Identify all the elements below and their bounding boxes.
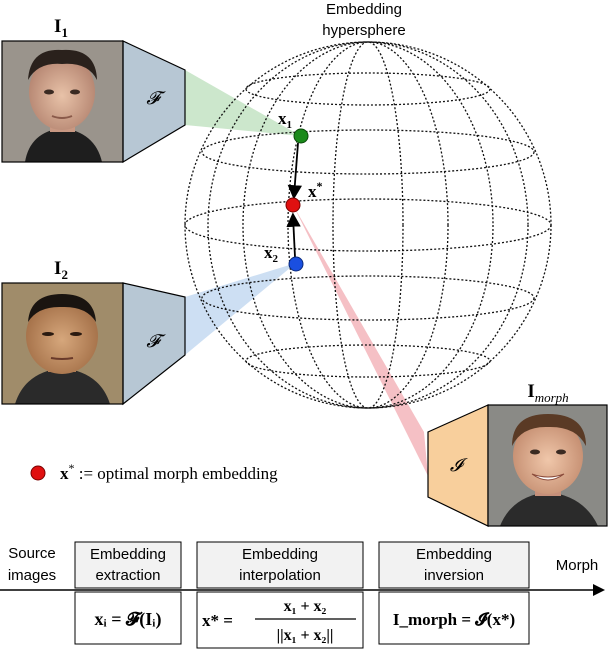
stage-1-header (74, 541, 182, 589)
point-x2 (288, 256, 304, 272)
stage-2-header (196, 541, 364, 589)
arrow-x1-to-xstar (287, 142, 302, 200)
sphere-title-line1: Embedding (326, 1, 402, 18)
stage-1-line2: extraction (95, 567, 160, 584)
stage-2-line2: interpolation (239, 567, 321, 584)
pipeline-end: Morph (556, 557, 599, 574)
stage-1-formula-box (74, 591, 182, 645)
input-image-2 (2, 283, 123, 404)
legend: x* := optimal morph embedding (30, 461, 278, 483)
stage-3-formula: I_morph = 𝓘(x*) (393, 610, 515, 629)
point-x2-label: x2 (264, 243, 279, 265)
input-2-label: I2 (54, 258, 68, 282)
legend-red-dot (30, 465, 46, 481)
red-beam (293, 205, 428, 476)
output-label: Imorph (527, 381, 568, 405)
stage-2-numerator: x₁ + x₂ (284, 598, 327, 615)
sphere-title-line2: hypersphere (322, 22, 405, 39)
pipeline-start-line1: Source (8, 545, 56, 562)
stage-2-formula-lhs: x* = (202, 611, 233, 630)
arrow-x2-to-xstar (286, 212, 301, 258)
stage-3-formula-box (378, 591, 530, 645)
blue-beam (185, 263, 296, 355)
stage-1-formula: xᵢ = 𝓕(Iᵢ) (95, 609, 162, 630)
legend-text: x* := optimal morph embedding (60, 461, 278, 483)
pipeline-start-line2: images (8, 567, 56, 584)
point-x1 (293, 128, 309, 144)
stage-3-line1: Embedding (416, 546, 492, 563)
input-1-label: I1 (54, 16, 68, 40)
stage-3-line2: inversion (424, 567, 484, 584)
input-image-1 (2, 41, 123, 162)
morph-image (488, 405, 607, 526)
point-x1-label: x1 (278, 109, 292, 131)
stage-2-line1: Embedding (242, 546, 318, 563)
stage-1-line1: Embedding (90, 546, 166, 563)
stage-3-header (378, 541, 530, 589)
point-xstar (285, 197, 301, 213)
stage-2-denominator: ||x₁ + x₂|| (277, 627, 334, 644)
green-beam (185, 70, 301, 136)
pipeline: Source images Morph Embedding extraction… (0, 541, 605, 649)
point-xstar-label: x* (308, 179, 323, 201)
stage-2-formula-box (196, 591, 364, 649)
